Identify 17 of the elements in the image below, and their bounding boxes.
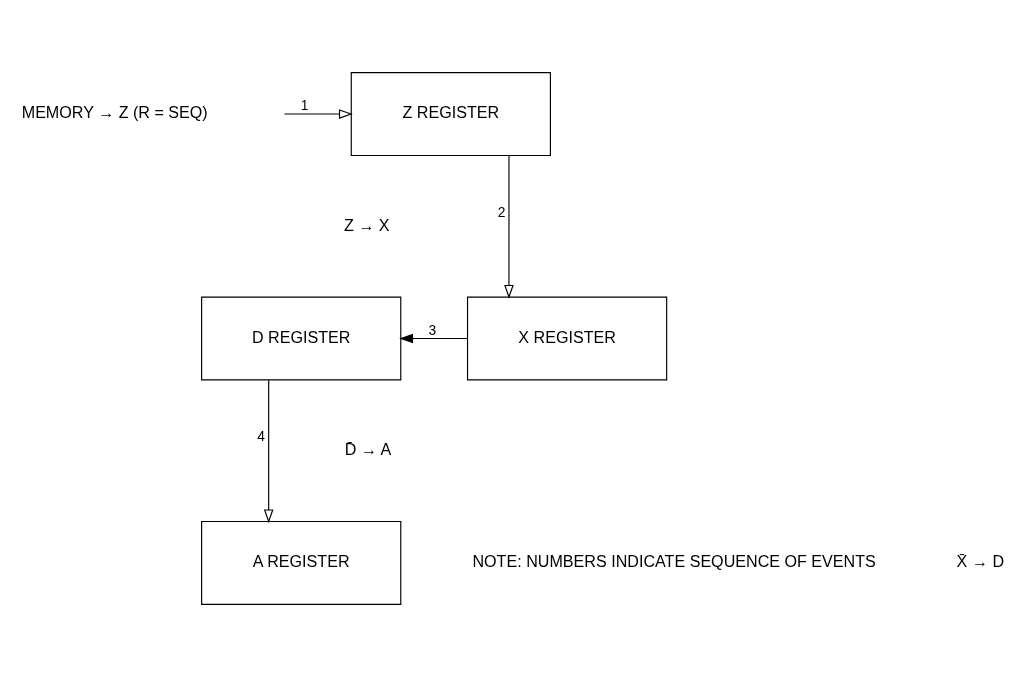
label: NOTE: NUMBERS INDICATE SEQUENCE OF EVENTS bbox=[472, 552, 876, 571]
edge-label: 2 bbox=[497, 203, 506, 220]
arrow bbox=[504, 155, 514, 299]
edge-label: 4 bbox=[257, 428, 266, 445]
label: Z → X bbox=[343, 215, 390, 234]
node-box: A REGISTER bbox=[201, 520, 402, 605]
node-box: D REGISTER bbox=[201, 296, 402, 381]
edge-label: 1 bbox=[300, 97, 309, 114]
label: X̄ → D bbox=[956, 552, 1005, 571]
arrow bbox=[399, 333, 468, 344]
edge-label: 3 bbox=[428, 321, 437, 338]
arrow bbox=[283, 109, 353, 119]
node-box: X REGISTER bbox=[466, 296, 668, 381]
node-box: Z REGISTER bbox=[350, 72, 551, 157]
label: D̄ → A bbox=[344, 439, 392, 458]
arrow bbox=[263, 379, 274, 524]
label: MEMORY → Z (R = SEQ) bbox=[21, 103, 208, 122]
